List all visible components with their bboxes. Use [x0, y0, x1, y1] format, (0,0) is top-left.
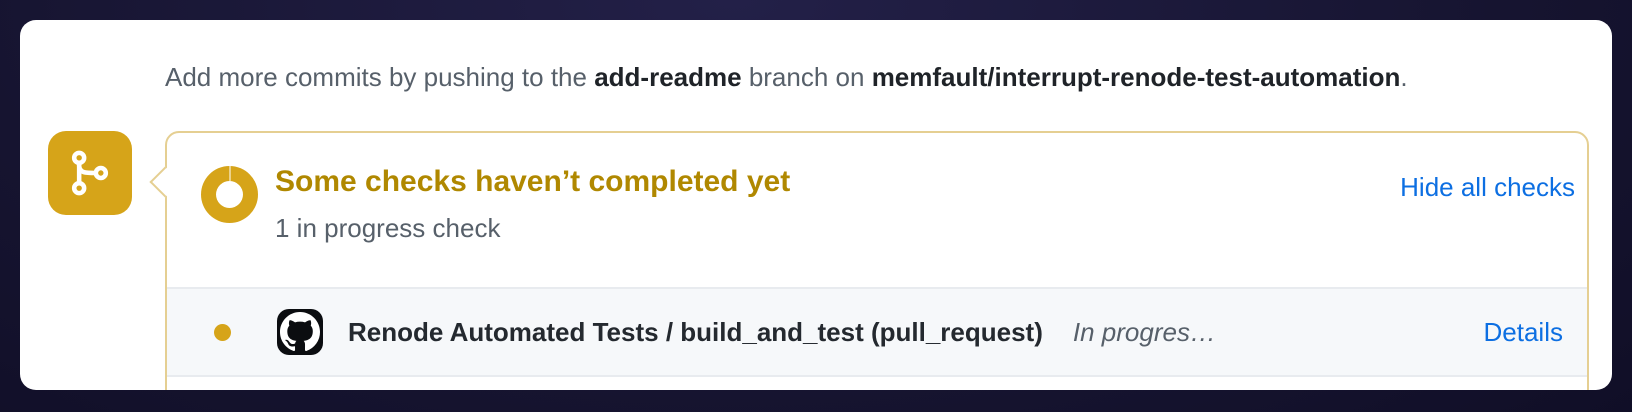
git-branch-icon	[71, 150, 109, 196]
checks-heading: Some checks haven’t completed yet	[275, 165, 791, 198]
check-row: Renode Automated Tests / build_and_test …	[167, 287, 1587, 377]
hide-all-checks-link[interactable]: Hide all checks	[1400, 172, 1575, 202]
notice-text: Add more commits by pushing to the	[165, 62, 595, 92]
github-octocat-icon	[280, 312, 320, 352]
branch-name: add-readme	[594, 62, 742, 92]
notice-text: .	[1400, 62, 1408, 92]
notice-text: branch on	[741, 62, 872, 92]
check-name: Renode Automated Tests / build_and_test …	[348, 316, 1043, 347]
checks-summary-box: Some checks haven’t completed yet 1 in p…	[149, 131, 1589, 390]
commit-status-badge	[48, 131, 132, 215]
push-commits-notice: Add more commits by pushing to the add-r…	[165, 61, 1408, 93]
yellow-dot-icon	[214, 323, 231, 341]
checks-subtitle: 1 in progress check	[275, 213, 501, 243]
check-status-text: In progres…	[1072, 316, 1216, 347]
checks-summary-header: Some checks haven’t completed yet 1 in p…	[167, 133, 1587, 287]
in-progress-ring-icon	[201, 166, 258, 223]
checks-summary-titles: Some checks haven’t completed yet 1 in p…	[275, 164, 790, 244]
repo-name: memfault/interrupt-renode-test-automatio…	[871, 62, 1401, 92]
check-app-avatar	[277, 309, 323, 355]
merge-box-card: Add more commits by pushing to the add-r…	[20, 20, 1612, 390]
details-link[interactable]: Details	[1483, 316, 1563, 347]
